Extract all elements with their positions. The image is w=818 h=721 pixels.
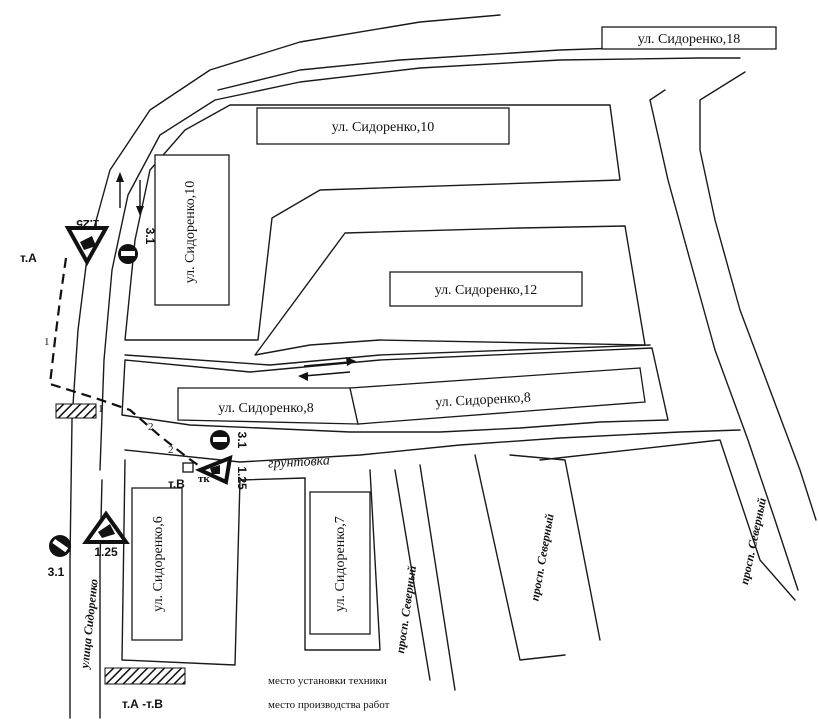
svg-text:3.1: 3.1: [143, 228, 157, 245]
point-b-label: т.В: [168, 477, 185, 491]
building-6: ул. Сидоренко,6: [131, 487, 183, 641]
severny-label-3: просп. Северный: [737, 496, 769, 586]
route-segment-label: 1: [98, 403, 104, 415]
svg-text:ул. Сидоренко,7: ул. Сидоренко,7: [333, 516, 348, 612]
severny-label-1: просп. Северный: [393, 564, 419, 654]
building-18: ул. Сидоренко,18: [601, 26, 777, 50]
legend-range-label: т.А -т.В: [122, 697, 163, 711]
severny-label-2: просп. Северный: [528, 512, 557, 602]
building-8-right: ул. Сидоренко,8: [349, 367, 646, 425]
no-entry-sign-icon: 3.1: [48, 535, 71, 579]
svg-text:1.25: 1.25: [235, 466, 249, 490]
svg-text:3.1: 3.1: [48, 565, 65, 579]
no-entry-sign-icon: 3.1: [118, 228, 157, 264]
legend-hatch-swatch: [104, 667, 186, 685]
equipment-box-icon: [182, 462, 194, 473]
building-7: ул. Сидоренко,7: [309, 491, 371, 635]
unpaved-road-label: грунтовка: [268, 453, 331, 471]
direction-arrows-middle: [298, 357, 356, 381]
tk-label: тк: [198, 473, 210, 485]
work-route: [48, 257, 206, 471]
svg-text:ул. Сидоренко,10: ул. Сидоренко,10: [332, 120, 435, 135]
roadwork-sign-icon: 1.25: [194, 454, 249, 490]
route-segment-label: 2: [168, 444, 174, 456]
svg-text:3.1: 3.1: [235, 432, 249, 449]
route-segment-label: 2: [148, 421, 154, 433]
road-network: [69, 14, 817, 719]
svg-text:1.25: 1.25: [94, 545, 118, 559]
svg-text:ул. Сидоренко,6: ул. Сидоренко,6: [151, 516, 166, 612]
building-8-left: ул. Сидоренко,8: [177, 387, 359, 425]
svg-text:ул. Сидоренко,10: ул. Сидоренко,10: [183, 181, 198, 284]
no-entry-sign-icon: 3.1: [210, 430, 249, 450]
building-10-horizontal: ул. Сидоренко,10: [256, 107, 510, 145]
building-12: ул. Сидоренко,12: [389, 271, 583, 307]
route-segment-label: 1: [44, 336, 50, 348]
point-a-label: т.А: [20, 251, 37, 265]
direction-arrows-main: [116, 172, 144, 216]
legend-work-label: место производства работ: [268, 699, 390, 711]
svg-text:ул. Сидоренко,8: ул. Сидоренко,8: [218, 401, 314, 416]
svg-text:ул. Сидоренко,8: ул. Сидоренко,8: [435, 391, 531, 411]
legend-equipment-label: место установки техники: [268, 675, 387, 687]
svg-text:1.25: 1.25: [76, 217, 100, 231]
svg-text:ул. Сидоренко,12: ул. Сидоренко,12: [435, 283, 538, 298]
work-area-hatch: [55, 403, 97, 419]
sidorenko-street-label: улица Сидоренко: [77, 578, 101, 671]
building-10-vertical: ул. Сидоренко,10: [154, 154, 230, 306]
roadwork-sign-icon: 1.25: [82, 510, 130, 559]
svg-text:ул. Сидоренко,18: ул. Сидоренко,18: [638, 32, 741, 47]
roadwork-sign-icon: 1.25: [64, 217, 110, 267]
